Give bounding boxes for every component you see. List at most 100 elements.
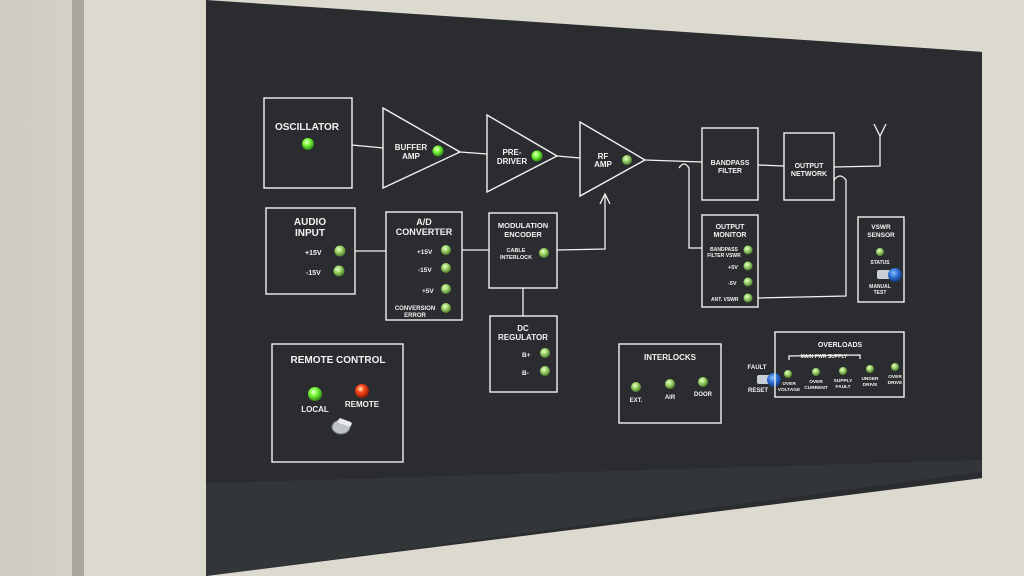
output-monitor-block: OUTPUT MONITOR BANDPASS FILTER VSWR +5V … [701,214,759,308]
om-bandpass-vswr-label-1: BANDPASS [710,247,738,253]
dc-regulator-label-1: DC [517,324,529,333]
under-drive-label-2: DRIVE [863,382,878,388]
bandpass-filter-block: BANDPASS FILTER [701,127,759,201]
rf-amp-label-1: RF [598,152,609,161]
door-label: DOOR [694,392,713,398]
ad-plus5-led [441,284,451,294]
output-network-block: OUTPUT NETWORK [783,132,835,201]
over-drive-led [891,363,899,371]
output-monitor-label-1: OUTPUT [716,224,746,231]
ad-converter-block: A/D CONVERTER +15V -15V +5V CONVERSION E… [385,211,463,321]
ad-conversion-error-label-1: CONVERSION [395,306,435,312]
remote-label: REMOTE [345,400,380,409]
rf-amp-label-2: AMP [594,160,612,169]
vswr-manual-test-label-1: MANUAL [869,284,891,290]
dc-regulator-label-2: REGULATOR [498,333,548,342]
over-voltage-led [784,370,792,378]
air-label: AIR [665,395,676,401]
om-plus5-led [743,261,753,271]
pre-driver-label-2: DRIVER [497,157,527,166]
b-minus-label: B- [522,370,529,377]
bandpass-filter-label-2: FILTER [718,168,742,175]
rf-amp-block: RF AMP [579,120,647,198]
audio-plus15-label: +15V [305,250,322,257]
cable-interlock-label-1: CABLE [507,248,526,254]
main-pwr-supply-label: MAIN PWR SUPPLY [801,354,848,360]
om-minus5-led [743,277,753,287]
buffer-amp-block: BUFFER AMP [382,106,462,190]
reset-label: RESET [748,388,768,394]
overloads-label: OVERLOADS [818,342,863,349]
over-voltage-label-1: OVER [782,381,796,387]
remote-led [355,384,369,398]
local-remote-toggle-switch[interactable] [331,418,352,435]
local-label: LOCAL [301,405,329,414]
interlocks-label: INTERLOCKS [644,353,697,362]
b-plus-label: B+ [522,352,531,359]
audio-input-label-2: INPUT [295,228,325,239]
remote-control-label: REMOTE CONTROL [291,355,386,366]
om-minus5-label: -5V [728,281,737,287]
ad-converter-label-1: A/D [416,217,432,227]
fault-label: FAULT [748,365,767,371]
air-led [665,379,675,389]
audio-input-label-1: AUDIO [294,217,326,228]
ext-led [631,382,641,392]
bandpass-filter-label-1: BANDPASS [711,160,750,167]
ad-converter-label-2: CONVERTER [396,227,453,237]
audio-minus15-label: -15V [306,270,321,277]
om-bandpass-vswr-label-2: FILTER VSWR [707,253,741,259]
rf-amp-led [622,155,632,165]
over-drive-label-2: DRIVE [888,380,903,386]
modulation-encoder-label-2: ENCODER [504,230,542,239]
vswr-sensor-label-1: VSWR [871,224,891,231]
modulation-encoder-label-1: MODULATION [498,221,548,230]
over-drive-label-1: OVER [888,374,902,380]
pre-driver-led [531,150,543,162]
oscillator-block: OSCILLATOR [263,97,353,189]
om-bandpass-vswr-led [743,245,753,255]
pre-driver-block: PRE- DRIVER [486,113,559,194]
overloads-block: OVERLOADS MAIN PWR SUPPLY OVER VOLTAGE O… [774,331,905,398]
ext-label: EXT. [630,398,643,404]
antenna-icon [873,123,887,138]
ad-plus15-label: +15V [417,249,433,256]
over-voltage-label-2: VOLTAGE [778,387,801,393]
cable-interlock-label-2: INTERLOCK [500,255,532,261]
b-plus-led [540,348,550,358]
manual-test-button[interactable] [877,268,902,282]
audio-input-block: AUDIO INPUT +15V -15V [265,207,356,295]
door-led [698,377,708,387]
vswr-status-led [876,248,884,256]
b-minus-led [540,366,550,376]
output-network-label-2: NETWORK [791,171,827,178]
ad-plus15-led [441,245,451,255]
remote-control-block: REMOTE CONTROL LOCAL REMOTE [271,343,404,463]
ad-plus5-label: +5V [422,288,434,295]
buffer-amp-label-2: AMP [402,152,420,161]
vswr-status-label: STATUS [870,260,890,266]
output-monitor-label-2: MONITOR [714,232,747,239]
buffer-amp-led [432,145,444,157]
over-current-led [812,368,820,376]
over-current-label-2: CURRENT [804,385,828,391]
modulation-encoder-block: MODULATION ENCODER CABLE INTERLOCK [488,212,558,289]
ad-minus15-led [441,263,451,273]
cable-interlock-led [539,248,549,258]
ad-conversion-error-led [441,303,451,313]
local-led [308,387,322,401]
fault-reset-button[interactable] [757,373,781,387]
vswr-sensor-block: VSWR SENSOR STATUS MANUAL TEST [857,216,905,303]
ad-minus15-label: -15V [418,267,432,274]
om-plus5-label: +5V [728,265,738,271]
om-ant-vswr-label: ANT. VSWR [711,297,739,303]
interlocks-block: INTERLOCKS EXT. AIR DOOR [618,343,722,424]
audio-minus15-led [333,265,345,277]
supply-fault-label-1: SUPPLY [834,378,854,384]
vswr-sensor-label-2: SENSOR [867,232,895,239]
audio-plus15-led [334,245,346,257]
oscillator-led [302,138,314,150]
buffer-amp-label-1: BUFFER [395,143,428,152]
om-ant-vswr-led [743,293,753,303]
